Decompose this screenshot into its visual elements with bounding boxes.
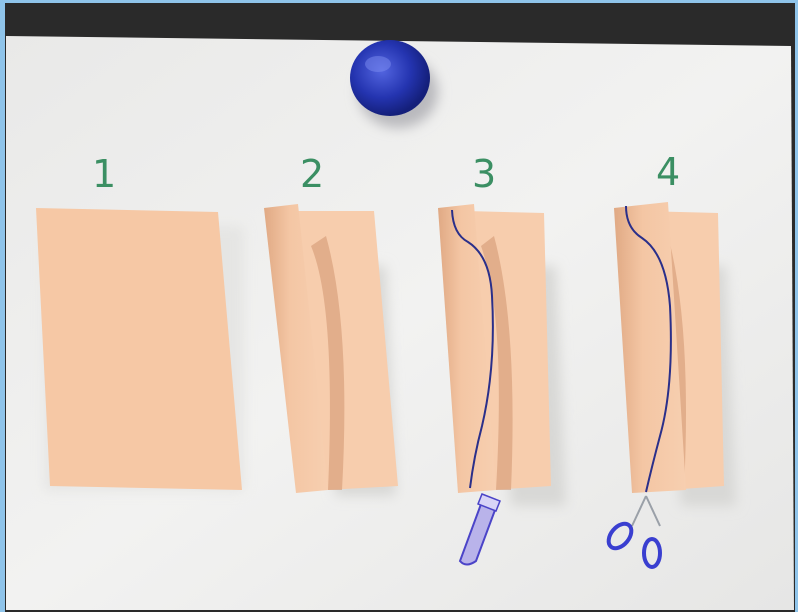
step-number-2: 2 xyxy=(300,152,324,196)
step-number-3: 3 xyxy=(472,152,496,196)
photo xyxy=(6,6,796,610)
border-left xyxy=(0,0,5,612)
border-top xyxy=(0,0,798,3)
step-number-4: 4 xyxy=(656,150,680,194)
step-number-1: 1 xyxy=(92,152,116,196)
step-1-paper xyxy=(36,208,244,491)
magnet-icon xyxy=(350,40,430,116)
